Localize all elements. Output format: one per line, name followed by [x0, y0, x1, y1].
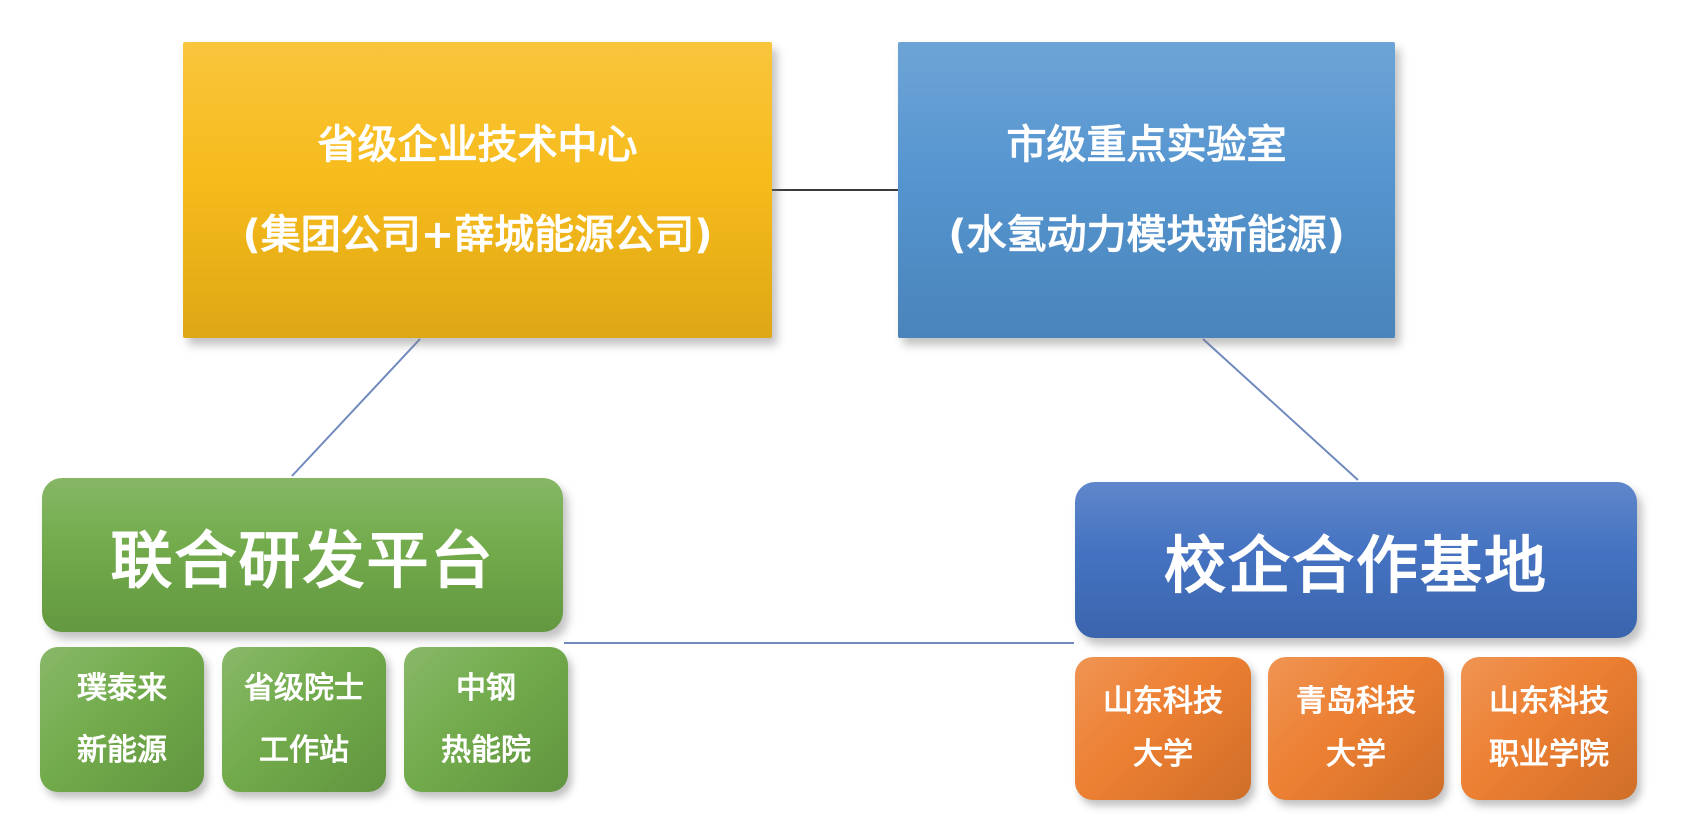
- node-shandong-university-science-technology-line2: 大学: [1133, 737, 1193, 772]
- node-shandong-vocational-college-line1: 山东科技: [1489, 684, 1609, 719]
- connector-lab-to-base: [1202, 338, 1359, 481]
- node-sinosteel-thermal-energy-institute: 中钢 热能院: [404, 647, 568, 792]
- node-provincial-academician-workstation: 省级院士 工作站: [222, 647, 386, 792]
- node-shandong-vocational-college: 山东科技 职业学院: [1461, 657, 1637, 800]
- node-shandong-university-science-technology-line1: 山东科技: [1103, 684, 1223, 719]
- node-joint-rd-platform: 联合研发平台: [42, 478, 563, 632]
- node-putailai-new-energy-line1: 璞泰来: [77, 670, 167, 706]
- node-provincial-tech-center-line2: (集团公司+薛城能源公司): [242, 212, 713, 258]
- node-provincial-academician-workstation-line1: 省级院士: [244, 670, 364, 706]
- node-putailai-new-energy-line2: 新能源: [77, 732, 167, 768]
- node-qingdao-university-science-technology: 青岛科技 大学: [1268, 657, 1444, 800]
- node-sinosteel-thermal-energy-institute-line2: 热能院: [441, 732, 531, 768]
- connector-center-to-platform: [291, 338, 421, 477]
- node-municipal-key-lab: 市级重点实验室 (水氢动力模块新能源): [898, 42, 1395, 338]
- node-shandong-university-science-technology: 山东科技 大学: [1075, 657, 1251, 800]
- node-joint-rd-platform-label: 联合研发平台: [110, 524, 495, 597]
- node-municipal-key-lab-line1: 市级重点实验室: [1006, 122, 1287, 168]
- node-shandong-vocational-college-line2: 职业学院: [1489, 737, 1609, 772]
- node-qingdao-university-science-technology-line1: 青岛科技: [1296, 684, 1416, 719]
- node-municipal-key-lab-line2: (水氢动力模块新能源): [948, 212, 1345, 258]
- node-school-enterprise-base-label: 校企合作基地: [1163, 529, 1548, 602]
- node-provincial-tech-center-line1: 省级企业技术中心: [317, 122, 638, 168]
- node-provincial-tech-center: 省级企业技术中心 (集团公司+薛城能源公司): [183, 42, 772, 338]
- node-sinosteel-thermal-energy-institute-line1: 中钢: [456, 670, 516, 706]
- node-putailai-new-energy: 璞泰来 新能源: [40, 647, 204, 792]
- node-school-enterprise-base: 校企合作基地: [1075, 482, 1637, 638]
- node-qingdao-university-science-technology-line2: 大学: [1326, 737, 1386, 772]
- node-provincial-academician-workstation-line2: 工作站: [259, 732, 349, 768]
